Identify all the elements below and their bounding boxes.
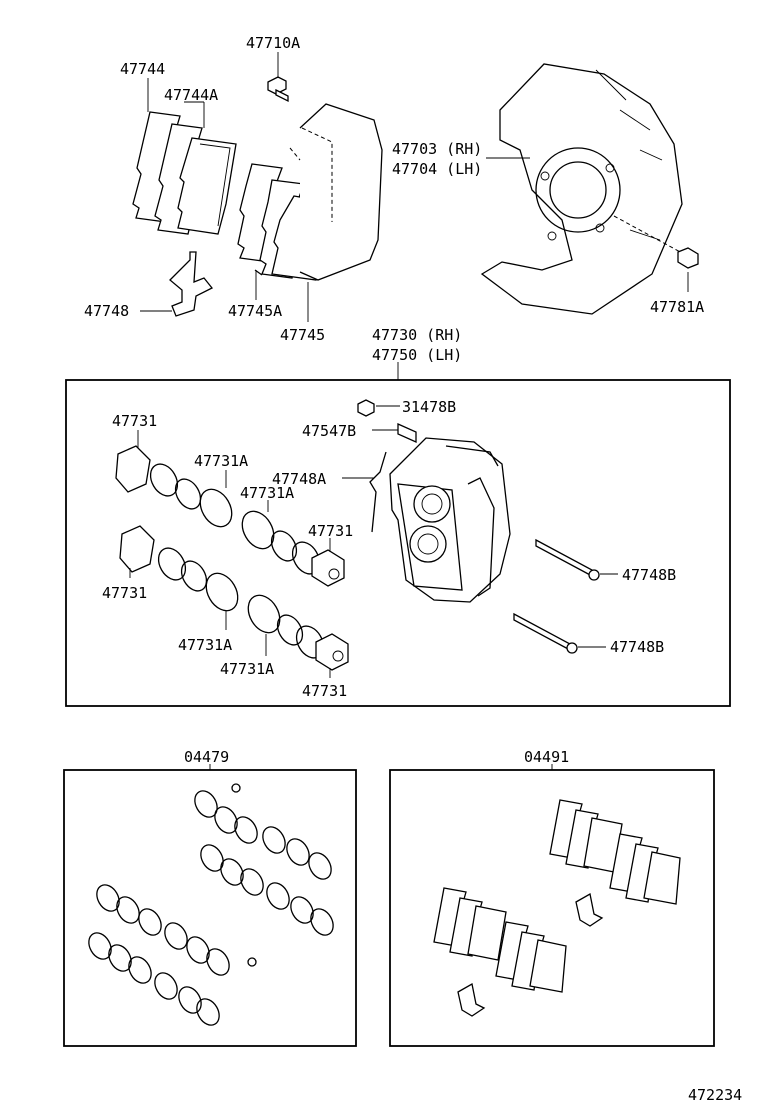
- label-47781a: 47781A: [650, 298, 704, 316]
- caliper-body-drawing: [389, 437, 511, 603]
- label-47748b-2: 47748B: [610, 638, 664, 656]
- bleeder-parts-drawing: [357, 399, 417, 444]
- seal-kit-contents-drawing: [88, 783, 334, 1026]
- label-47703-rh: 47703 (RH): [392, 140, 482, 158]
- label-47731a-4: 47731A: [220, 660, 274, 678]
- brake-pad-group-drawing: [132, 111, 329, 281]
- leader-lines-top: [140, 78, 530, 322]
- label-47744: 47744: [120, 60, 165, 78]
- rotor-outline-drawing: [289, 103, 383, 281]
- dust-shield-drawing: [480, 63, 685, 315]
- label-47731-bottom: 47731: [302, 682, 347, 700]
- bolt-47781a-drawing: [677, 247, 699, 292]
- label-47547b: 47547B: [302, 422, 356, 440]
- label-47744a: 47744A: [164, 86, 218, 104]
- label-47731-left: 47731: [102, 584, 147, 602]
- label-47750-lh: 47750 (LH): [372, 346, 462, 364]
- label-04491: 04491: [524, 748, 569, 766]
- pad-kit-contents-drawing: [433, 799, 681, 1017]
- label-47704-lh: 47704 (LH): [392, 160, 482, 178]
- leader-lines-caliper: [129, 430, 331, 678]
- figure-number: 472234: [688, 1086, 742, 1104]
- label-47731a-1: 47731A: [194, 452, 248, 470]
- label-47745a: 47745A: [228, 302, 282, 320]
- pad-clip-drawing: [342, 451, 387, 533]
- labels: 47710A 47744 47744A 47703 (RH) 47704 (LH…: [84, 34, 742, 1104]
- anti-rattle-spring-drawing: [169, 251, 214, 317]
- pistons-seals-drawing: [115, 445, 349, 671]
- label-47731a-2: 47731A: [240, 484, 294, 502]
- pad-pins-drawing: [513, 538, 618, 654]
- label-47710a: 47710A: [246, 34, 300, 52]
- label-47745: 47745: [280, 326, 325, 344]
- bolt-47710a-drawing: [267, 52, 289, 103]
- label-31478b: 31478B: [402, 398, 456, 416]
- label-47731-right: 47731: [308, 522, 353, 540]
- label-47731a-3: 47731A: [178, 636, 232, 654]
- pad-kit-box: [389, 769, 715, 1047]
- label-47748a: 47748A: [272, 470, 326, 488]
- label-47748b-1: 47748B: [622, 566, 676, 584]
- label-47731-top: 47731: [112, 412, 157, 430]
- label-47748: 47748: [84, 302, 129, 320]
- label-04479: 04479: [184, 748, 229, 766]
- label-47730-rh: 47730 (RH): [372, 326, 462, 344]
